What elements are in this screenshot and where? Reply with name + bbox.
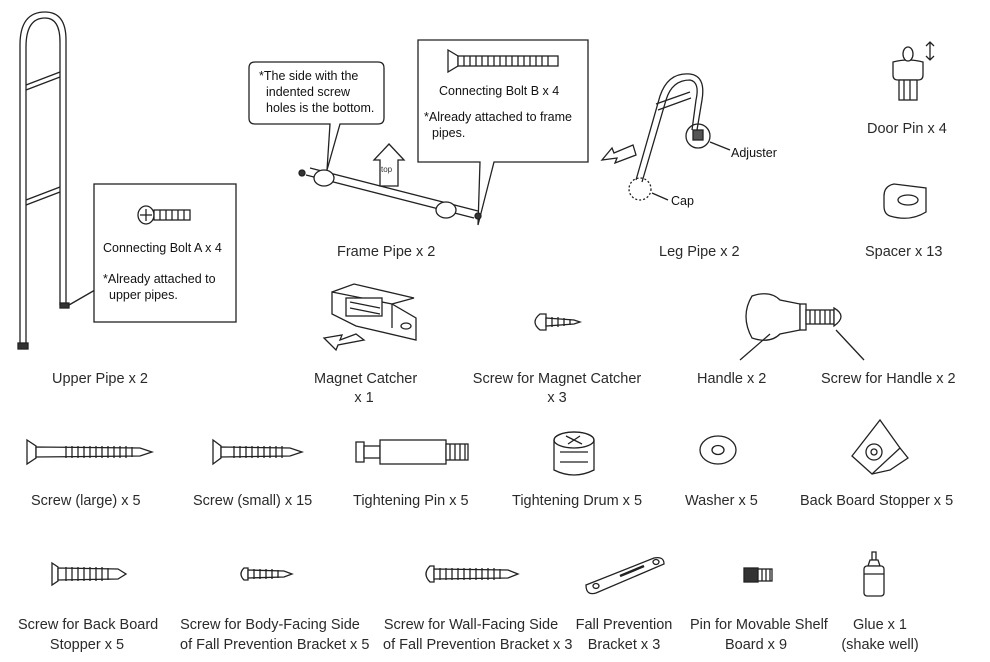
back-board-stopper-label: Back Board Stopper x 5 bbox=[800, 493, 954, 509]
bolt-a-note-line-2: upper pipes. bbox=[109, 288, 178, 302]
leg-pipe-label: Leg Pipe x 2 bbox=[659, 244, 740, 260]
screw-large-label: Screw (large) x 5 bbox=[31, 493, 141, 509]
magnet-catcher-label-2: x 1 bbox=[354, 390, 374, 406]
spacer-drawing bbox=[883, 183, 927, 219]
handle-label: Handle x 2 bbox=[697, 371, 767, 387]
frame-pipe-drawing bbox=[298, 167, 482, 220]
screw-side-callout bbox=[248, 61, 385, 171]
handle-drawing bbox=[739, 293, 865, 361]
bolt-a-callout-box bbox=[93, 183, 237, 323]
screw-small-label: Screw (small) x 15 bbox=[193, 493, 313, 509]
bolt-b-note-line-1: *Already attached to frame bbox=[424, 110, 572, 124]
pin-movable-shelf-drawing bbox=[743, 567, 773, 583]
glue-label-2: (shake well) bbox=[841, 637, 919, 653]
tightening-drum-label: Tightening Drum x 5 bbox=[512, 493, 643, 509]
screw-wall-facing-label-1: Screw for Wall-Facing Side bbox=[383, 617, 559, 633]
screw-side-note-line-1: *The side with the bbox=[259, 69, 359, 83]
fall-bracket-label-2: Bracket x 3 bbox=[587, 637, 661, 653]
bolt-b-callout-box bbox=[417, 39, 589, 226]
bolt-b-note-line-2: pipes. bbox=[432, 126, 466, 140]
screw-body-facing-drawing bbox=[240, 567, 294, 581]
bolt-a-note-line-1: *Already attached to bbox=[103, 272, 216, 286]
fall-prevention-bracket-drawing bbox=[585, 556, 665, 595]
leg-front-arrow-icon bbox=[600, 144, 637, 165]
upper-pipe-drawing bbox=[17, 11, 96, 350]
bolt-a-icon bbox=[137, 205, 191, 225]
screw-body-facing-label-1: Screw for Body-Facing Side bbox=[180, 617, 360, 633]
magnet-front-arrow-icon bbox=[322, 333, 366, 352]
upper-pipe-label: Upper Pipe x 2 bbox=[52, 371, 148, 387]
bolt-b-icon bbox=[447, 48, 559, 74]
spacer-label: Spacer x 13 bbox=[865, 244, 943, 260]
screw-magnet-label-2: x 3 bbox=[547, 390, 567, 406]
door-pin-drawing bbox=[892, 41, 935, 101]
tightening-pin-drawing bbox=[355, 439, 469, 465]
frame-pipe-label: Frame Pipe x 2 bbox=[337, 244, 436, 260]
screw-back-board-drawing bbox=[51, 561, 128, 587]
leg-pipe-drawing bbox=[600, 73, 731, 201]
magnet-catcher-label-1: Magnet Catcher bbox=[314, 371, 418, 387]
fall-bracket-label-1: Fall Prevention bbox=[575, 617, 673, 633]
adjuster-label: Adjuster bbox=[731, 146, 777, 160]
washer-drawing bbox=[699, 435, 737, 465]
pin-shelf-label-1: Pin for Movable Shelf bbox=[690, 617, 828, 633]
top-arrow-label: top bbox=[381, 165, 393, 174]
tightening-pin-label: Tightening Pin x 5 bbox=[353, 493, 469, 509]
screw-handle-label: Screw for Handle x 2 bbox=[821, 371, 956, 387]
glue-label-1: Glue x 1 bbox=[853, 617, 907, 633]
glue-bottle-drawing bbox=[863, 551, 885, 597]
screw-wall-facing-drawing bbox=[425, 565, 520, 583]
cap-label: Cap bbox=[671, 194, 694, 208]
screw-magnet-label-1: Screw for Magnet Catcher bbox=[472, 371, 642, 387]
tightening-drum-drawing bbox=[553, 431, 595, 476]
screw-body-facing-label-2: of Fall Prevention Bracket x 5 bbox=[180, 637, 370, 653]
screw-small-drawing bbox=[212, 438, 305, 466]
screw-back-board-label-1: Screw for Back Board bbox=[18, 617, 159, 633]
back-board-stopper-drawing bbox=[851, 418, 909, 475]
bolt-a-title: Connecting Bolt A x 4 bbox=[103, 241, 222, 255]
screw-back-board-label-2: Stopper x 5 bbox=[49, 637, 125, 653]
screw-large-drawing bbox=[26, 438, 155, 466]
door-pin-label: Door Pin x 4 bbox=[867, 121, 947, 137]
screw-side-note-line-3: holes is the bottom. bbox=[266, 101, 375, 115]
washer-label: Washer x 5 bbox=[685, 493, 758, 509]
pin-shelf-label-2: Board x 9 bbox=[724, 637, 788, 653]
screw-wall-facing-label-2: of Fall Prevention Bracket x 3 bbox=[383, 637, 573, 653]
screw-magnet-drawing bbox=[534, 313, 583, 331]
magnet-catcher-drawing bbox=[322, 283, 417, 352]
screw-side-note-line-2: indented screw bbox=[266, 85, 351, 99]
bolt-b-title: Connecting Bolt B x 4 bbox=[439, 84, 560, 98]
top-arrow-icon bbox=[372, 143, 406, 187]
